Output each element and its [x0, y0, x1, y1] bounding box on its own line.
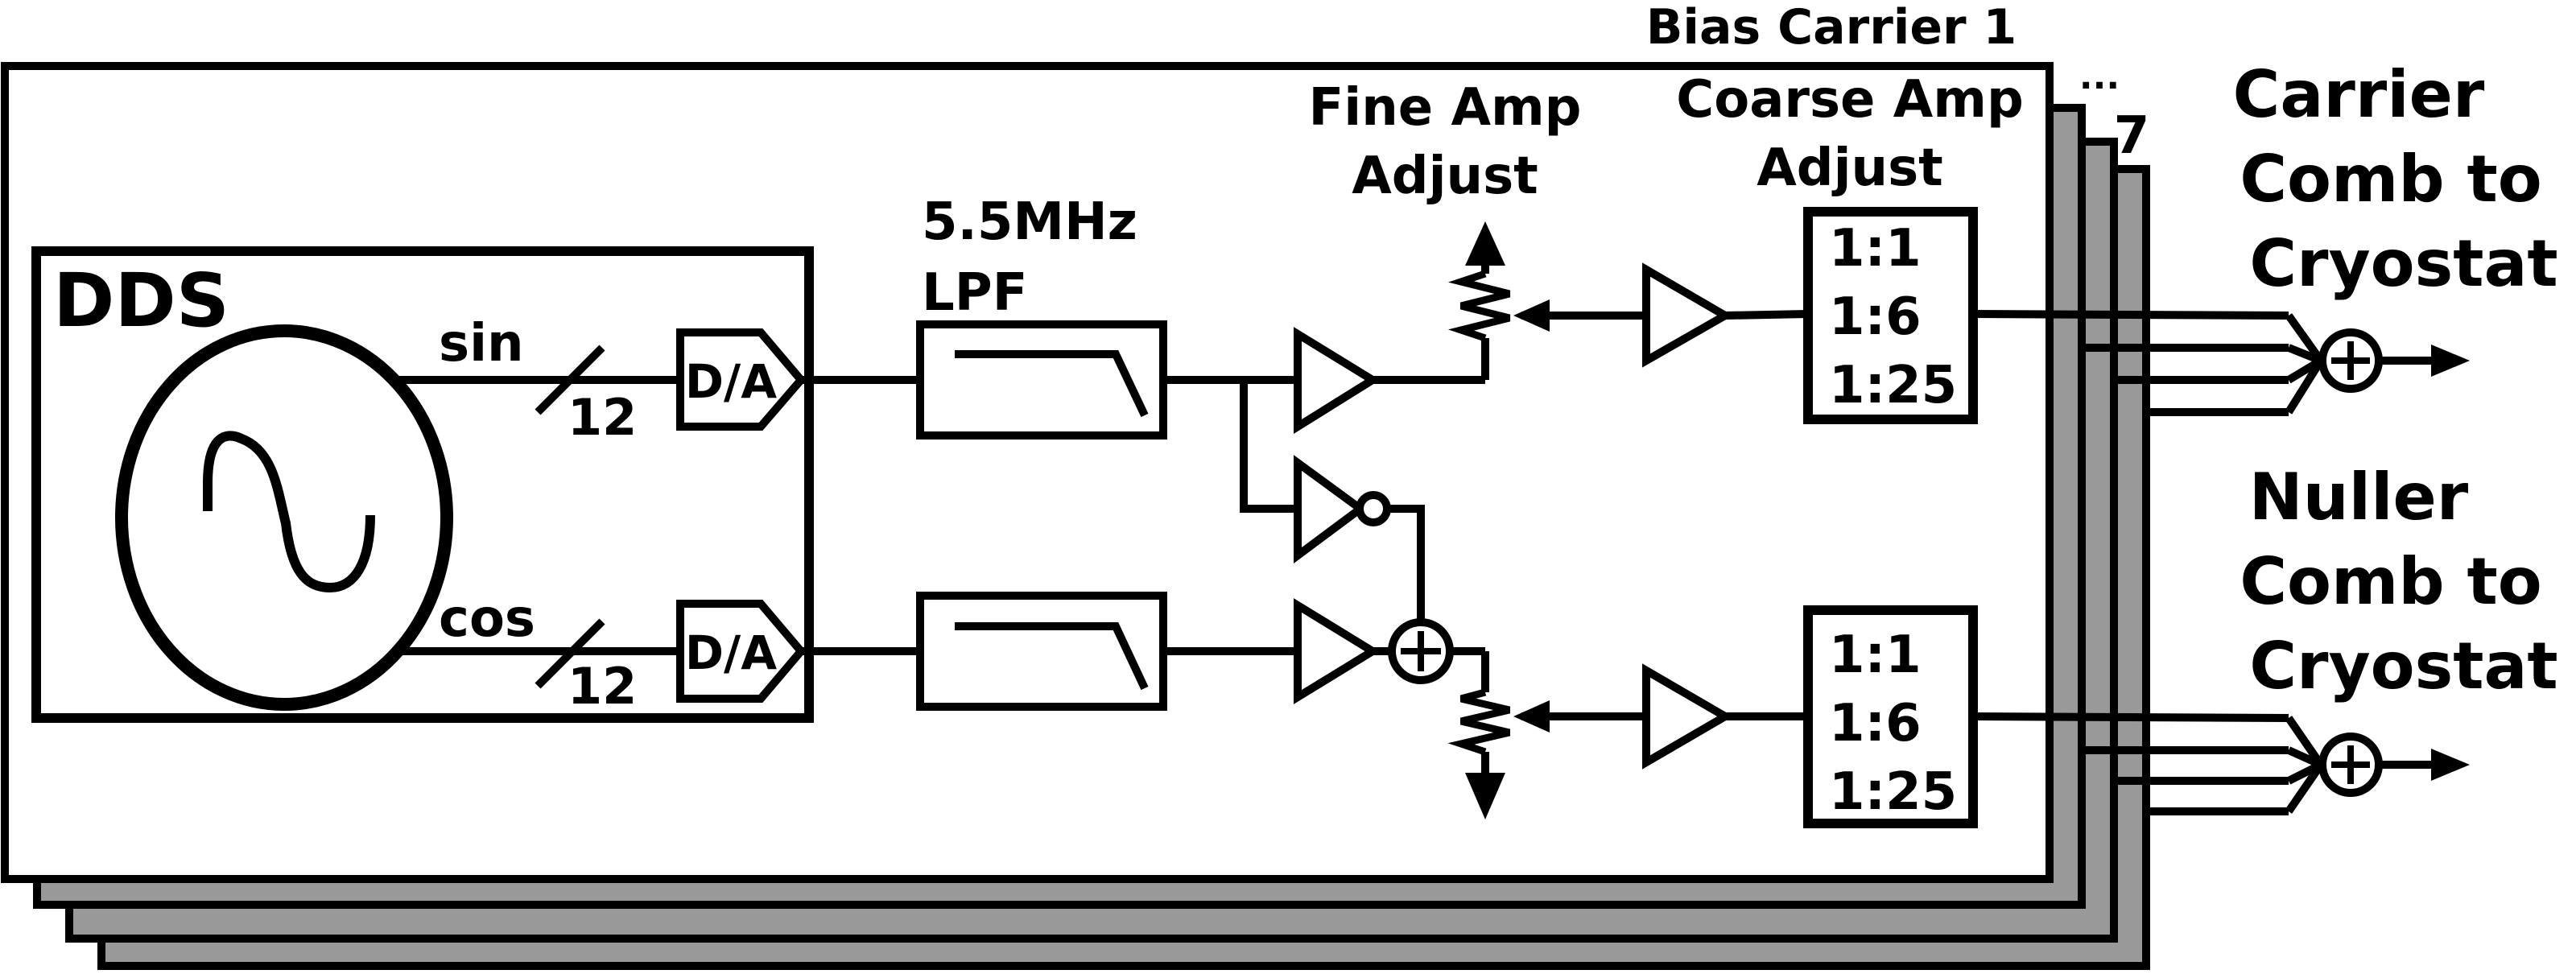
fine-amp-pot-top: [1373, 221, 1642, 384]
coarse-amp-top: [1642, 262, 1734, 368]
lpf-label-1: 5.5MHz: [922, 192, 1137, 252]
oscillator-circle: [115, 324, 453, 711]
dac-top-label: D/A: [685, 354, 777, 409]
lpf-bottom: [916, 592, 1167, 711]
cos-label: cos: [439, 589, 535, 649]
cos-bus-slash: [535, 618, 605, 689]
nuller-output-2: Comb to: [2240, 544, 2541, 619]
dds-block: DDS sin 12 cos 12 D/A D/A: [31, 246, 814, 723]
sin-bus-slash: [535, 345, 605, 415]
fine-amp-pot-bottom: [1447, 647, 1642, 819]
cos-bus-width: 12: [568, 657, 637, 716]
lowpass-response-icon: [955, 350, 1149, 418]
dac-bottom-label: D/A: [685, 625, 777, 680]
stack-ellipsis: ...: [2079, 56, 2120, 97]
nuller-combiner: [1972, 712, 2470, 815]
ratio-bottom-2: 1:6: [1829, 694, 1922, 753]
inverter-bubble: [1356, 491, 1391, 526]
nuller-sum-junction: [1388, 618, 1454, 684]
output-arrow-icon: [2431, 345, 2470, 377]
arrow-up-icon: [1465, 221, 1505, 266]
ratio-top-1: 1:1: [1829, 219, 1922, 279]
wire-inverter-to-sum: [1387, 505, 1425, 622]
ratio-top-3: 1:25: [1829, 356, 1957, 415]
coarse-amp-bottom: [1642, 663, 1733, 770]
carrier-combiner: [1972, 310, 2470, 416]
buffer-bottom: [1294, 598, 1381, 704]
lpf-top: [916, 320, 1167, 440]
stack-count: 7: [2114, 106, 2150, 166]
carrier-output-2: Comb to: [2240, 142, 2541, 217]
sine-wave-icon: [203, 431, 375, 593]
ratio-bottom-3: 1:25: [1829, 762, 1957, 822]
ratio-box-bottom: 1:1 1:6 1:25: [1803, 605, 1978, 828]
carrier-output-3: Cryostat: [2249, 226, 2557, 301]
bias-carrier-label: Bias Carrier 1: [1646, 0, 2017, 56]
wire-coarse-top: [1724, 310, 1809, 320]
sin-label: sin: [439, 314, 524, 374]
ratio-bottom-1: 1:1: [1829, 625, 1922, 685]
nuller-output-1: Nuller: [2249, 460, 2469, 534]
dac-bottom: [676, 600, 807, 703]
coarse-amp-label-2: Adjust: [1757, 138, 1943, 198]
ratio-box-top: 1:1 1:6 1:25: [1803, 207, 1978, 424]
carrier-output-1: Carrier: [2233, 57, 2485, 132]
arrow-down-icon: [1465, 773, 1505, 819]
lowpass-response-icon: [955, 622, 1149, 691]
wiper-arrow-icon: [1513, 299, 1550, 332]
sin-bus-width: 12: [568, 388, 637, 447]
board-main: [1, 62, 2054, 883]
fine-amp-label-2: Adjust: [1352, 147, 1538, 206]
fine-amp-label-1: Fine Amp: [1309, 78, 1582, 138]
nuller-output-3: Cryostat: [2249, 629, 2557, 704]
inverter-buffer: [1294, 455, 1368, 563]
lpf-label-2: LPF: [922, 263, 1027, 323]
dds-label: DDS: [53, 258, 229, 344]
dac-top: [676, 328, 807, 431]
wiper-arrow-icon: [1513, 700, 1550, 733]
dds-box: [31, 246, 814, 723]
coarse-amp-label-1: Coarse Amp: [1676, 70, 2024, 130]
ratio-top-2: 1:6: [1829, 287, 1922, 347]
buffer-top: [1294, 327, 1381, 435]
wire-split-to-inverter: [1240, 380, 1298, 513]
output-arrow-icon: [2431, 749, 2470, 781]
